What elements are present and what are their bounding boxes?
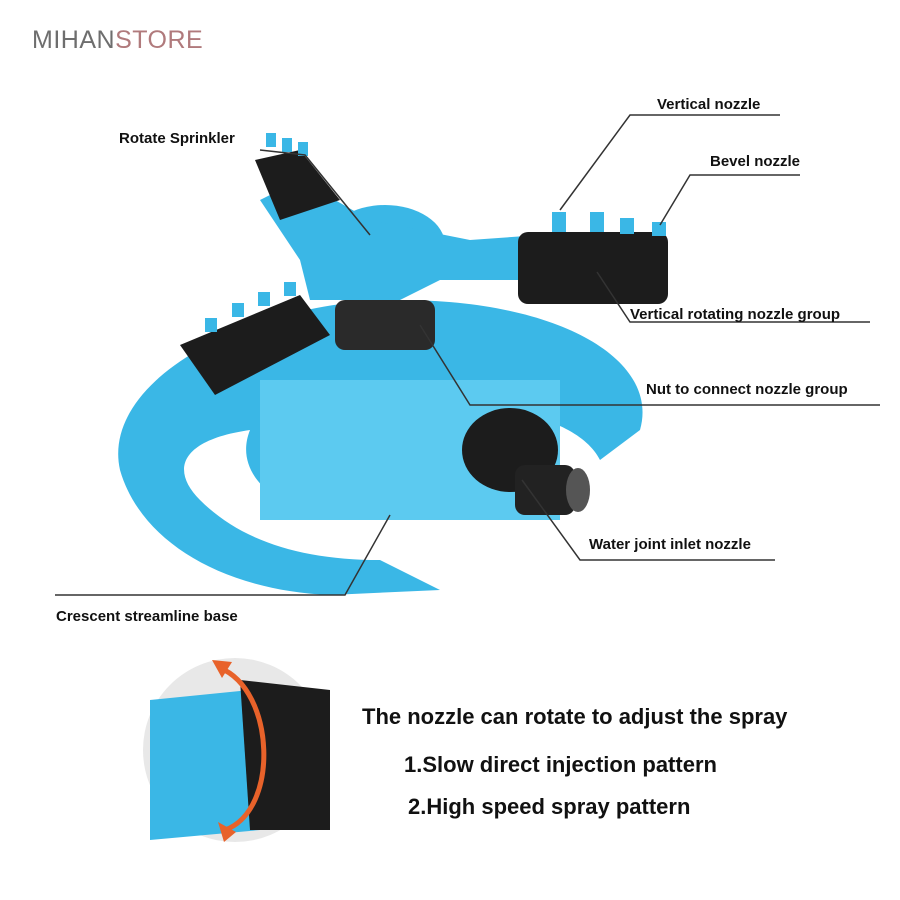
- label-base: Crescent streamline base: [56, 608, 238, 625]
- label-water-inlet: Water joint inlet nozzle: [589, 536, 751, 553]
- leader-lines: [55, 114, 880, 596]
- label-nut: Nut to connect nozzle group: [646, 381, 848, 398]
- inlet-nozzle: [462, 408, 590, 515]
- label-bevel-nozzle: Bevel nozzle: [710, 153, 801, 170]
- nozzle-detail-inset: [143, 658, 330, 842]
- logo-part-1: MIHAN: [32, 26, 116, 54]
- rotate-arrow-icon: [218, 665, 267, 833]
- store-logo: MIHANSTORE: [32, 26, 203, 55]
- pattern-1: 1.Slow direct injection pattern: [404, 752, 717, 777]
- label-vertical-nozzle: Vertical nozzle: [657, 96, 761, 113]
- label-vertical-rotating-group: Vertical rotating nozzle group: [630, 306, 841, 323]
- nozzle-arms: [180, 133, 668, 395]
- hub: [260, 180, 540, 350]
- headline: The nozzle can rotate to adjust the spra…: [362, 704, 788, 729]
- pattern-2: 2.High speed spray pattern: [408, 794, 691, 819]
- label-rotate-sprinkler: Rotate Sprinkler: [119, 130, 235, 147]
- logo-part-2: STORE: [115, 26, 204, 54]
